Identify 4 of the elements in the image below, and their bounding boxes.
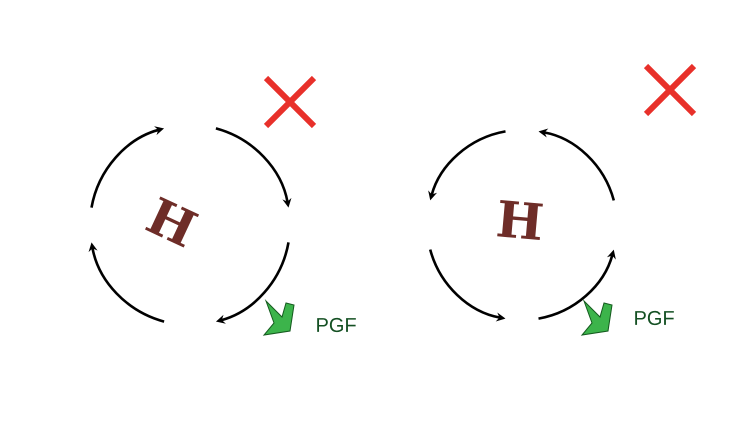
force-label: PGF <box>317 318 356 332</box>
force-label: PGF <box>635 310 674 326</box>
center-letter: H <box>145 196 200 248</box>
center-letter: H <box>497 200 543 240</box>
